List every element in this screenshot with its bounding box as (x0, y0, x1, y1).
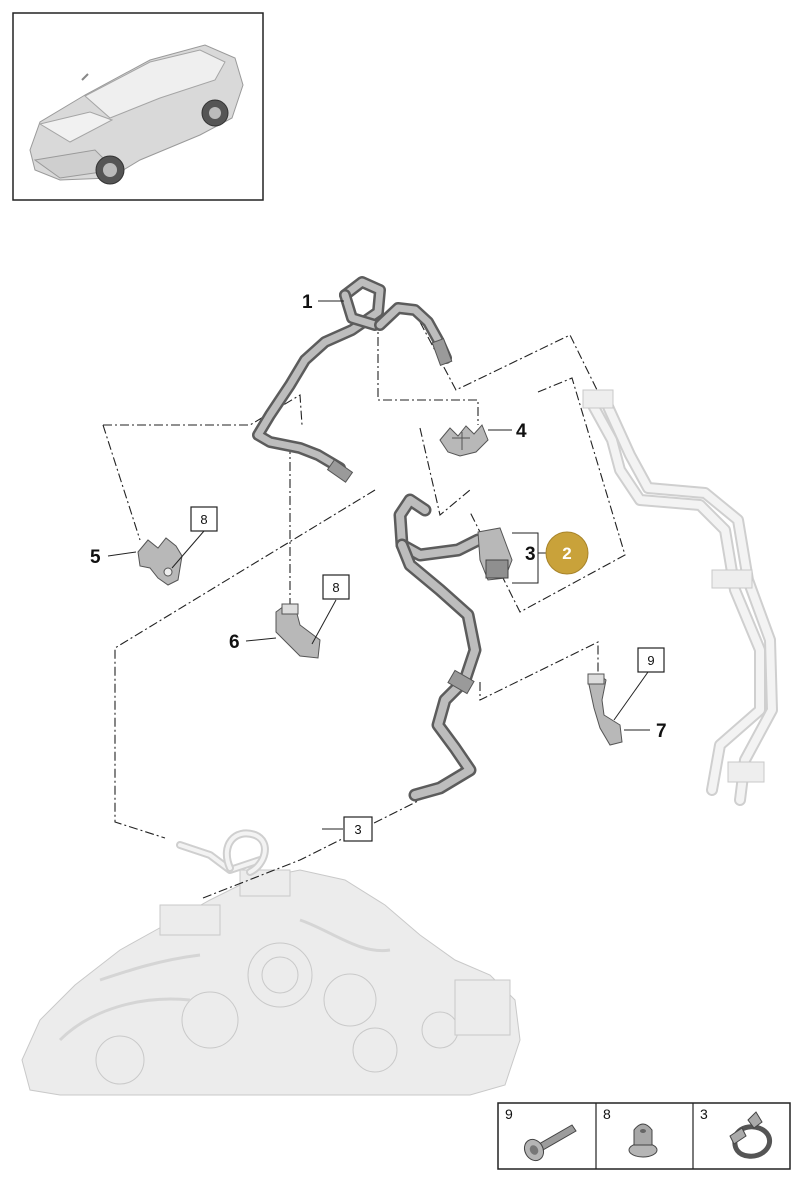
callout-6: 6 (229, 632, 240, 653)
clip-part-5 (137, 537, 183, 586)
highlight-badge: 2 (545, 531, 589, 575)
callout-1: 1 (302, 292, 313, 313)
legend-cell-screw-8-label: 8 (603, 1106, 611, 1122)
callout-2: 2 (562, 544, 571, 563)
callouts: 1 4 3 5 6 7 2 (90, 292, 667, 742)
fastener-legend: 9 8 3 (497, 1102, 791, 1170)
leader-lines (107, 300, 650, 830)
ref-box-8-upper: 8 (190, 506, 218, 532)
quick-connector-part-3 (477, 527, 513, 581)
legend-cell-bolt-9-label: 9 (505, 1106, 513, 1122)
screw-icon (628, 1123, 658, 1158)
callout-5: 5 (90, 547, 101, 568)
hose-clamp-icon (729, 1111, 772, 1159)
ref-box-8-upper-label: 8 (200, 512, 207, 527)
bracket-part-6 (275, 603, 321, 659)
ref-box-3-label: 3 (354, 822, 361, 837)
legend-cell-clamp-3: 3 (700, 1106, 772, 1159)
ref-box-8-lower-label: 8 (332, 580, 339, 595)
ghost-pipe-assembly (582, 389, 778, 806)
legend-cell-screw-8: 8 (603, 1106, 658, 1158)
bolt-icon (523, 1124, 577, 1162)
vehicle-thumbnail (12, 12, 264, 201)
engine-illustration (21, 829, 521, 1096)
callout-4: 4 (516, 421, 527, 442)
clip-part-4 (439, 424, 489, 457)
callout-7: 7 (656, 721, 667, 742)
car-illustration (29, 44, 244, 185)
hose-upper-part-1 (252, 276, 453, 483)
ref-box-3: 3 (343, 816, 373, 842)
callout-3: 3 (525, 544, 536, 565)
legend-cell-clamp-3-label: 3 (700, 1106, 708, 1122)
legend-cell-bolt-9: 9 (505, 1106, 577, 1162)
ref-box-8-lower: 8 (322, 574, 350, 600)
assembly-lines (102, 320, 626, 899)
ref-box-9: 9 (637, 647, 665, 673)
bracket-part-7 (587, 673, 623, 746)
ref-box-9-label: 9 (647, 653, 654, 668)
boxed-refs: 8 8 9 3 (190, 506, 665, 842)
hose-lower (393, 493, 513, 802)
